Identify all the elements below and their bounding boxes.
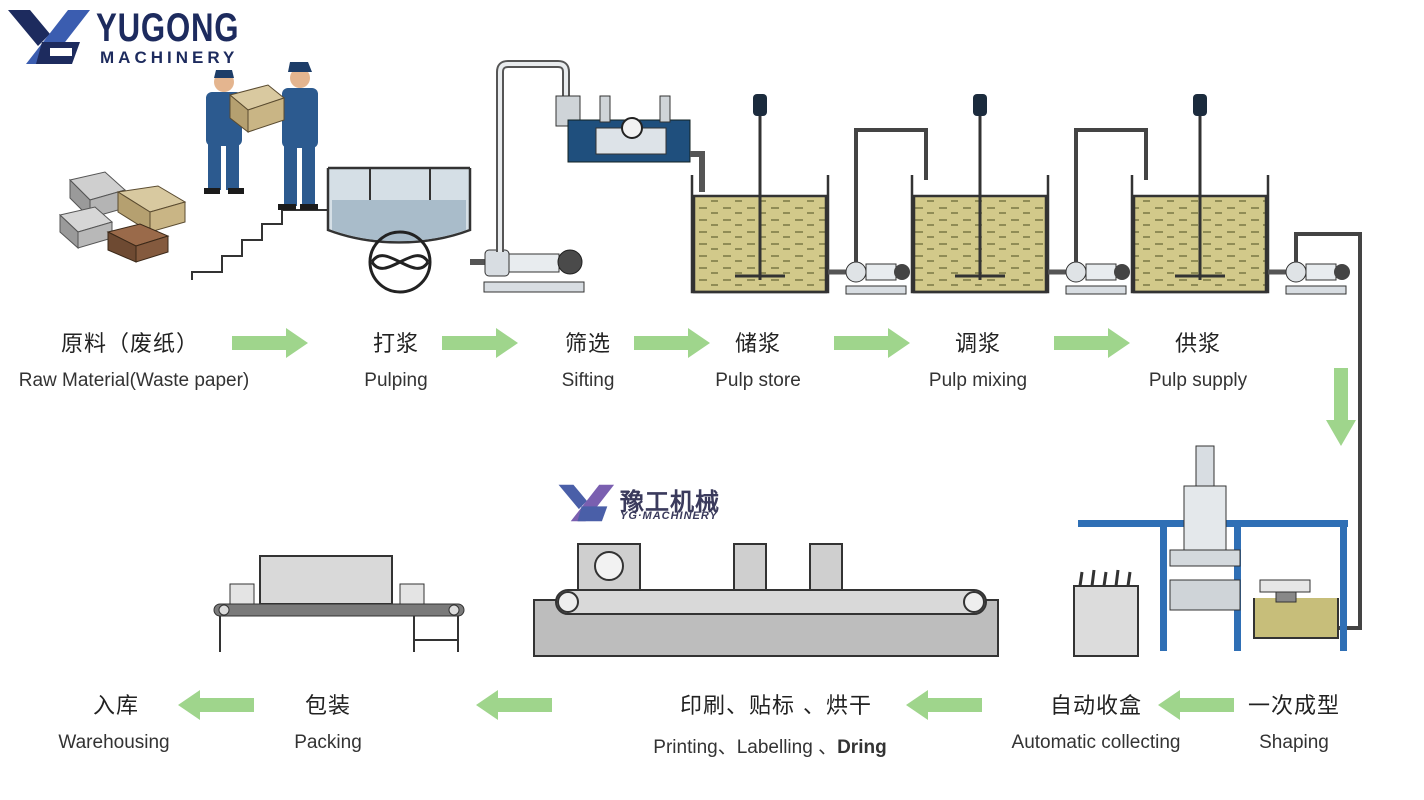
step-pulp-supply-zh: 供浆 [1174, 332, 1222, 357]
step-printing-en: Printing、Labelling 、Dring [653, 732, 886, 759]
arrow-4 [834, 328, 910, 358]
waste-paper-bales [58, 171, 187, 263]
logo-subtitle-text: MACHINERY [100, 48, 239, 67]
arrow-7 [906, 690, 982, 720]
workers [191, 62, 330, 280]
step-raw-material-en: Raw Material(Waste paper) [18, 370, 250, 391]
step-pulp-store-en: Pulp store [715, 370, 801, 391]
yugong-logo: YUGONG MACHINERY [8, 4, 258, 70]
transfer-pumps [828, 128, 1362, 630]
logo-brand-text: YUGONG [96, 6, 240, 50]
step-pulp-mixing-zh: 调浆 [954, 332, 1002, 357]
step-shaping-en: Shaping [1259, 732, 1329, 753]
step-pulp-mixing-en: Pulp mixing [928, 370, 1028, 391]
step-pulping-zh: 打浆 [372, 332, 420, 357]
watermark-logo-mark [558, 484, 615, 522]
step-packing-en: Packing [294, 732, 362, 753]
arrow-9 [178, 690, 254, 720]
step-collecting-zh: 自动收盒 [1049, 694, 1143, 719]
packing-conveyor [213, 555, 465, 652]
step-pulp-store-zh: 储浆 [734, 332, 782, 357]
pulp-store-tank [690, 94, 830, 294]
pulp-supply-tank [1130, 94, 1270, 294]
yugong-logo-mark [8, 10, 90, 64]
arrow-8 [476, 690, 552, 720]
forming-machine [1078, 445, 1348, 651]
step-sifting-en: Sifting [561, 370, 615, 391]
pump-to-sifter [470, 60, 585, 293]
pulper-tank [326, 166, 472, 294]
step-pulping-en: Pulping [364, 370, 428, 391]
watermark-logo: 豫工机械 YG·MACHINERY [558, 482, 728, 526]
watermark-en-text: YG·MACHINERY [620, 510, 718, 522]
pulp-mixing-tank [910, 94, 1050, 294]
step-sifting-zh: 筛选 [564, 332, 612, 357]
step-printing-zh: 印刷、贴标 、烘干 [680, 694, 872, 719]
step-printing-en-b: Dring [837, 737, 887, 758]
step-warehousing-zh: 入库 [92, 694, 140, 719]
step-collecting-en: Automatic collecting [1011, 732, 1181, 753]
arrow-down [1326, 368, 1356, 446]
arrow-1 [232, 328, 308, 358]
arrow-3 [634, 328, 710, 358]
step-warehousing-en: Warehousing [58, 732, 170, 753]
arrow-2 [442, 328, 518, 358]
step-packing-zh: 包装 [304, 694, 352, 719]
step-raw-material-zh: 原料（废纸） [60, 332, 200, 357]
flow-arrows [178, 328, 1356, 720]
printing-drying-line [533, 543, 999, 657]
sifter-machine [555, 95, 705, 192]
watermark-zh-text: 豫工机械 [620, 488, 720, 516]
step-shaping-zh: 一次成型 [1247, 694, 1341, 719]
step-printing-en-a: Printing、Labelling 、 [653, 737, 838, 758]
arrow-5 [1054, 328, 1130, 358]
arrow-6 [1158, 690, 1234, 720]
step-pulp-supply-en: Pulp supply [1148, 370, 1248, 391]
collecting-box [1073, 569, 1139, 657]
